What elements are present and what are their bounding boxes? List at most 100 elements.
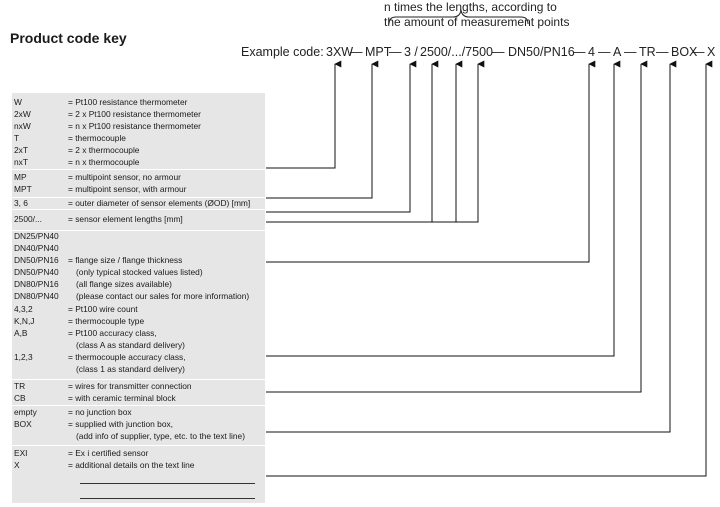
legend-key: MPT xyxy=(14,184,32,194)
legend-key: DN50/PN40 xyxy=(14,267,59,277)
legend-row: nxW = n x Pt100 resistance thermometer xyxy=(12,120,265,132)
legend-key: W xyxy=(14,97,22,107)
legend-description: = multipoint sensor, no armour xyxy=(68,172,181,182)
legend-row: 1,2,3 = thermocouple accuracy class, xyxy=(12,351,265,363)
page-title: Product code key xyxy=(10,30,127,46)
legend-row: A,B = Pt100 accuracy class, xyxy=(12,327,265,339)
legend-key: TR xyxy=(14,381,26,391)
legend-description: = with ceramic terminal block xyxy=(68,393,176,403)
legend-row: X= additional details on the text line xyxy=(12,459,265,471)
legend-description: = n x Pt100 resistance thermometer xyxy=(68,121,201,131)
legend-key: MP xyxy=(14,172,27,182)
legend-description: = Pt100 resistance thermometer xyxy=(68,97,188,107)
legend-description: = outer diameter of sensor elements (ØOD… xyxy=(68,198,251,208)
legend-row: BOX = supplied with junction box, xyxy=(12,418,265,430)
legend-row: DN50/PN16= flange size / flange thicknes… xyxy=(12,254,265,266)
legend-key: CB xyxy=(14,393,26,403)
legend-row: EXI = Ex i certified sensor xyxy=(12,447,265,459)
legend-key: 2500/... xyxy=(14,214,42,224)
legend-description: = thermocouple xyxy=(68,133,126,143)
legend-key: EXI xyxy=(14,448,28,458)
code-part-wire-count: 4 xyxy=(588,45,595,59)
legend-row: T = thermocouple xyxy=(12,132,265,144)
legend-description: = thermocouple type xyxy=(68,316,145,326)
code-separator: — xyxy=(624,45,637,59)
legend-key: DN40/PN40 xyxy=(14,243,59,253)
legend-key: nxW xyxy=(14,121,31,131)
legend-key: empty xyxy=(14,407,37,417)
legend-row: DN40/PN40 xyxy=(12,242,265,254)
legend-row: 2xT = 2 x thermocouple xyxy=(12,144,265,156)
legend-row: 2xW= 2 x Pt100 resistance thermometer xyxy=(12,108,265,120)
legend-row: W = Pt100 resistance thermometer xyxy=(12,96,265,108)
legend-description: = Pt100 accuracy class, xyxy=(68,328,157,338)
connector-arrow xyxy=(266,60,648,393)
connector-arrow xyxy=(266,60,596,263)
legend-row: K,N,J= thermocouple type xyxy=(12,315,265,327)
legend-row: TR = wires for transmitter connection xyxy=(12,380,265,392)
legend-key: 2xT xyxy=(14,145,28,155)
code-separator: — xyxy=(692,45,705,59)
code-separator: — xyxy=(389,45,402,59)
code-separator: — xyxy=(492,45,505,59)
legend-description: (please contact our sales for more infor… xyxy=(76,291,250,301)
legend-group: 3, 6 = outer diameter of sensor elements … xyxy=(12,197,265,210)
legend-description: = Ex i certified sensor xyxy=(68,448,149,458)
connector-arrow xyxy=(266,60,621,357)
legend-key: 3, 6 xyxy=(14,198,28,208)
legend-row: (class A as standard delivery) xyxy=(12,339,265,351)
example-code-label: Example code: xyxy=(241,45,324,59)
legend-row: DN80/PN40(please contact our sales for m… xyxy=(12,290,265,302)
legend-description: (all flange sizes available) xyxy=(76,279,172,289)
connector-arrow xyxy=(266,60,485,223)
legend-key: BOX xyxy=(14,419,32,429)
note-line: n times the lengths, according to xyxy=(384,0,557,14)
legend-description: (class A as standard delivery) xyxy=(76,340,185,350)
connector-arrow xyxy=(266,60,342,169)
legend-key: 1,2,3 xyxy=(14,352,33,362)
legend-description: = supplied with junction box, xyxy=(68,419,173,429)
code-part-connection: TR xyxy=(639,45,656,59)
text-line-blank[interactable] xyxy=(80,483,255,484)
legend-description: = wires for transmitter connection xyxy=(68,381,192,391)
connector-arrow xyxy=(266,60,677,433)
text-line-blank[interactable] xyxy=(80,498,255,499)
code-part-flange: DN50/PN16 xyxy=(508,45,575,59)
lengths-note: n times the lengths, according to the am… xyxy=(384,0,644,30)
legend-description: (add info of supplier, type, etc. to the… xyxy=(76,431,245,441)
legend-description: = multipoint sensor, with armour xyxy=(68,184,187,194)
connector-arrow xyxy=(266,60,379,199)
legend-row: DN80/PN16 (all flange sizes available) xyxy=(12,278,265,290)
legend-row: (add info of supplier, type, etc. to the… xyxy=(12,430,265,442)
legend-key: A,B xyxy=(14,328,28,338)
code-separator: — xyxy=(350,45,363,59)
connector-arrow xyxy=(266,60,713,477)
legend-key: DN80/PN16 xyxy=(14,279,59,289)
legend-description: (only typical stocked values listed) xyxy=(76,267,203,277)
legend-row: DN25/PN40 xyxy=(12,230,265,242)
legend-description: = sensor element lengths [mm] xyxy=(68,214,183,224)
legend-row: 2500/... = sensor element lengths [mm] xyxy=(12,213,265,225)
code-separator: — xyxy=(598,45,611,59)
legend-row: MP = multipoint sensor, no armour xyxy=(12,171,265,183)
legend-description: = thermocouple accuracy class, xyxy=(68,352,186,362)
code-separator: — xyxy=(573,45,586,59)
legend-description: = Pt100 wire count xyxy=(68,304,138,314)
legend-row: nxT= n x thermocouple xyxy=(12,156,265,168)
code-part-diameter: 3 / xyxy=(404,45,418,59)
legend-key: 4,3,2 xyxy=(14,304,33,314)
legend-description: = 2 x Pt100 resistance thermometer xyxy=(68,109,201,119)
code-part-extra: X xyxy=(707,45,716,59)
connector-arrow xyxy=(266,60,417,213)
legend-key: DN25/PN40 xyxy=(14,231,59,241)
legend-row: empty= no junction box xyxy=(12,406,265,418)
legend-key: T xyxy=(14,133,20,143)
code-part-accuracy: A xyxy=(613,45,622,59)
legend-description: = 2 x thermocouple xyxy=(68,145,140,155)
